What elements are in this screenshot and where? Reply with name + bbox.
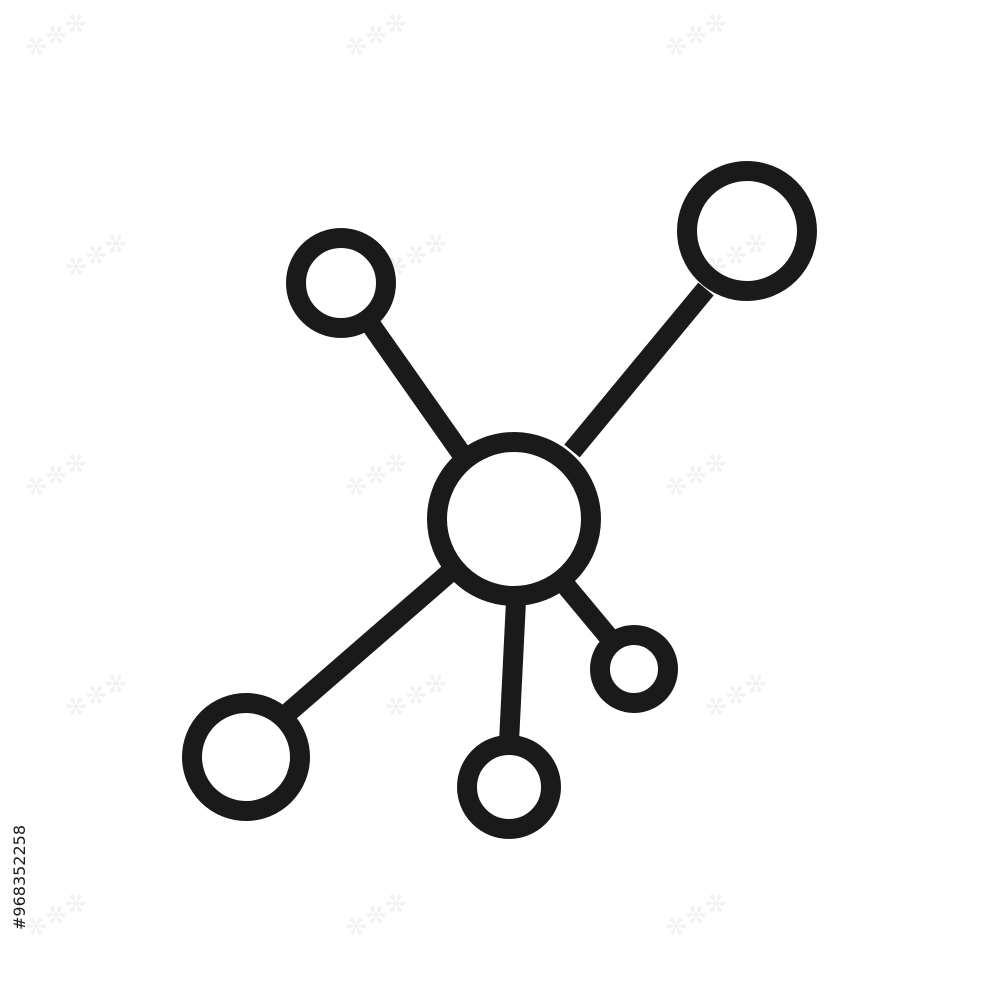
link-bottom-left	[282, 566, 455, 720]
image-id-label: #968352258	[6, 760, 36, 930]
node-bottom-right	[590, 625, 678, 713]
image-id-text: #968352258	[10, 824, 29, 930]
node-top-right	[677, 161, 817, 301]
link-bottom-center	[499, 600, 526, 743]
hub-node	[427, 432, 601, 606]
link-bottom-right	[559, 580, 620, 648]
link-top-left	[362, 319, 470, 459]
node-bottom-center	[457, 735, 561, 839]
node-top-left	[286, 228, 396, 338]
link-top-right	[564, 282, 714, 458]
node-bottom-left	[182, 693, 310, 821]
